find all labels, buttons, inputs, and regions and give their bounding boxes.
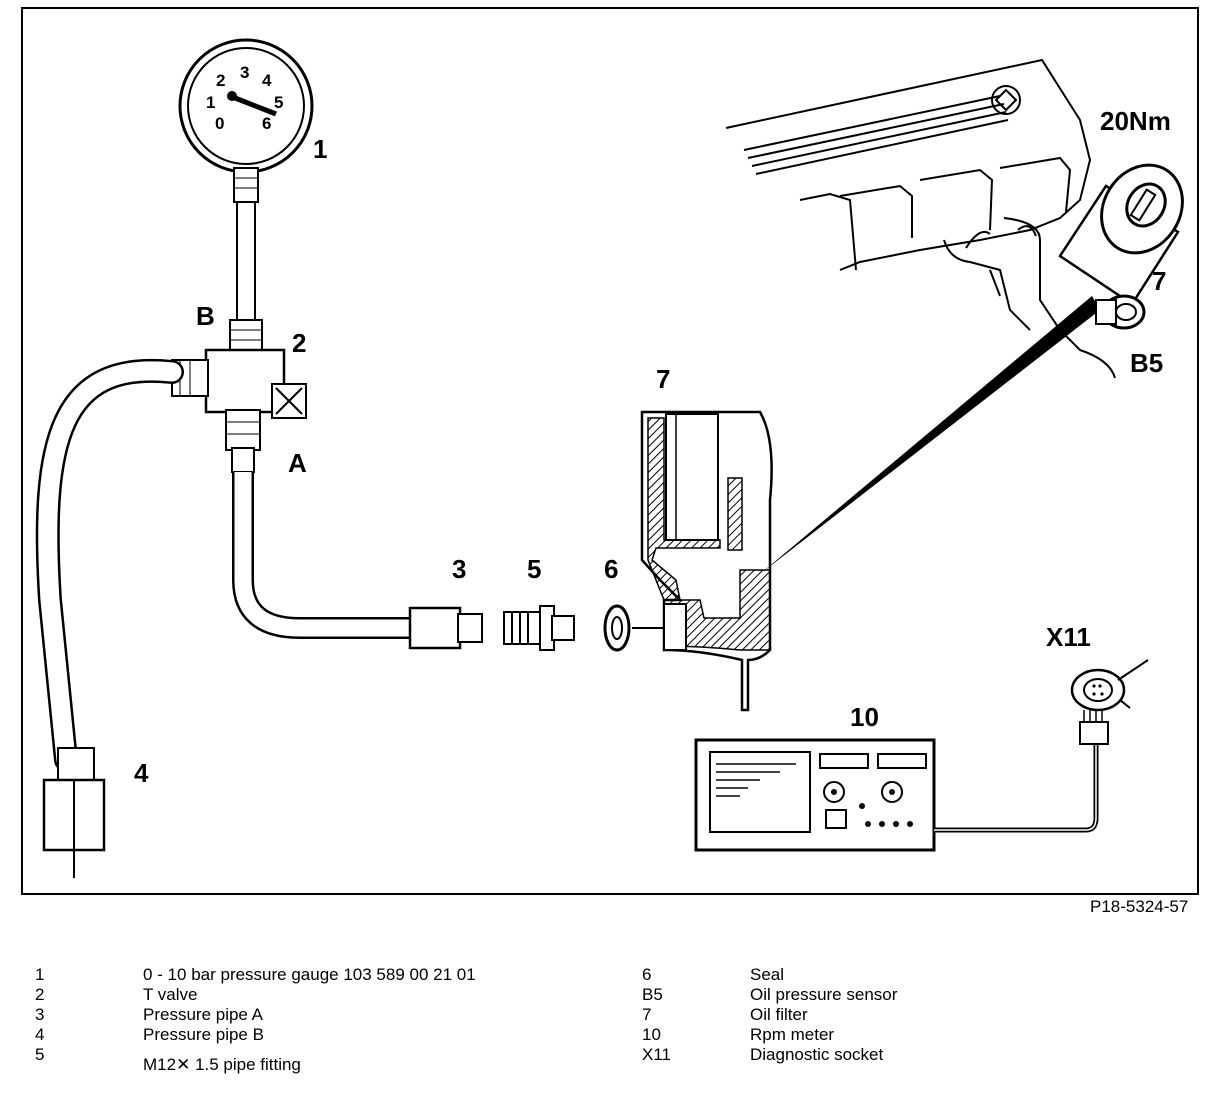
legend-item: 6 Seal bbox=[642, 965, 897, 985]
legend-item: 4 Pressure pipe B bbox=[35, 1025, 476, 1045]
legend-text: Rpm meter bbox=[750, 1025, 835, 1044]
gauge-tick-label: 5 bbox=[274, 93, 283, 112]
legend-text: Diagnostic socket bbox=[750, 1045, 884, 1064]
diagram-frame bbox=[21, 7, 1199, 895]
legend-key: 1 bbox=[35, 965, 45, 984]
legend-item: B5 Oil pressure sensor bbox=[642, 985, 897, 1005]
pressure-pipe-b bbox=[35, 358, 184, 878]
diagnostic-socket bbox=[1070, 659, 1149, 745]
rpm-meter-cable bbox=[934, 742, 1099, 833]
legend-text: 0 - 10 bar pressure gauge 103 589 00 21 … bbox=[143, 965, 476, 984]
legend-key: 5 bbox=[35, 1045, 45, 1064]
legend-text: Seal bbox=[750, 965, 785, 984]
legend-item: X11 Diagnostic socket bbox=[642, 1045, 897, 1065]
oil-filter-housing-section bbox=[640, 410, 773, 712]
gauge-tick-label: 0 bbox=[215, 114, 224, 133]
callout-port-b: B bbox=[196, 301, 215, 331]
seal bbox=[603, 604, 631, 652]
callout-torque: 20Nm bbox=[1100, 106, 1171, 136]
callout-t-valve: 2 bbox=[292, 328, 306, 358]
gauge-tick-label: 6 bbox=[262, 114, 271, 133]
legend-item: 7 Oil filter bbox=[642, 1005, 897, 1025]
gauge-tick-label: 1 bbox=[206, 93, 215, 112]
legend-key: 3 bbox=[35, 1005, 45, 1024]
gauge-tick-label: 2 bbox=[216, 71, 225, 90]
legend-text: M12✕ 1.5 pipe fitting bbox=[143, 1055, 301, 1074]
oil-filter bbox=[1058, 163, 1184, 306]
gauge-tick-label: 4 bbox=[262, 71, 272, 90]
legend-text: Pressure pipe A bbox=[143, 1005, 264, 1024]
legend-text: Pressure pipe B bbox=[143, 1025, 264, 1044]
legend-key: B5 bbox=[642, 985, 663, 1004]
sensor-leader-wedge bbox=[760, 296, 1100, 574]
legend-key: 2 bbox=[35, 985, 45, 1004]
legend-right: 6 Seal B5 Oil pressure sensor 7 Oil filt… bbox=[642, 965, 897, 1065]
callout-rpm-meter: 10 bbox=[850, 702, 879, 732]
legend-key: 4 bbox=[35, 1025, 45, 1044]
legend-key: 7 bbox=[642, 1005, 652, 1024]
legend-left: 1 0 - 10 bar pressure gauge 103 589 00 2… bbox=[35, 965, 476, 1074]
callout-fitting: 5 bbox=[527, 554, 541, 584]
callout-oil-filter-section: 7 bbox=[656, 364, 670, 394]
engine-block bbox=[725, 58, 1116, 379]
legend-item: 5 M12✕ 1.5 pipe fitting bbox=[35, 1045, 476, 1074]
legend-item: 2 T valve bbox=[35, 985, 476, 1005]
rpm-meter bbox=[694, 738, 936, 852]
callout-oil-filter-engine: 7 bbox=[1152, 266, 1166, 296]
callout-pipe-a: 3 bbox=[452, 554, 466, 584]
callout-port-a: A bbox=[288, 448, 307, 478]
legend-key: X11 bbox=[642, 1045, 671, 1064]
legend-text: Oil pressure sensor bbox=[750, 985, 898, 1004]
callout-gauge: 1 bbox=[313, 134, 327, 164]
callout-sensor: B5 bbox=[1130, 348, 1163, 378]
oil-pressure-test-diagram: 0 1 2 3 4 5 6 bbox=[21, 7, 1199, 895]
legend-key: 6 bbox=[642, 965, 652, 984]
callout-pipe-b: 4 bbox=[134, 758, 149, 788]
legend-text: T valve bbox=[143, 985, 198, 1004]
pressure-pipe-a bbox=[232, 472, 483, 650]
legend-item: 3 Pressure pipe A bbox=[35, 1005, 476, 1025]
gauge-scale: 0 1 2 3 4 5 6 bbox=[206, 63, 283, 133]
legend-key: 10 bbox=[642, 1025, 661, 1044]
gauge-tick-label: 3 bbox=[240, 63, 249, 82]
t-valve bbox=[171, 348, 307, 473]
legend-text: Oil filter bbox=[750, 1005, 808, 1024]
oil-pressure-sensor bbox=[1095, 294, 1146, 330]
callout-seal: 6 bbox=[604, 554, 618, 584]
pressure-gauge bbox=[178, 38, 314, 351]
legend-item: 1 0 - 10 bar pressure gauge 103 589 00 2… bbox=[35, 965, 476, 985]
pipe-fitting bbox=[503, 605, 575, 651]
legend-item: 10 Rpm meter bbox=[642, 1025, 897, 1045]
figure-id: P18-5324-57 bbox=[1090, 897, 1189, 916]
callout-diag-socket: X11 bbox=[1046, 622, 1091, 652]
